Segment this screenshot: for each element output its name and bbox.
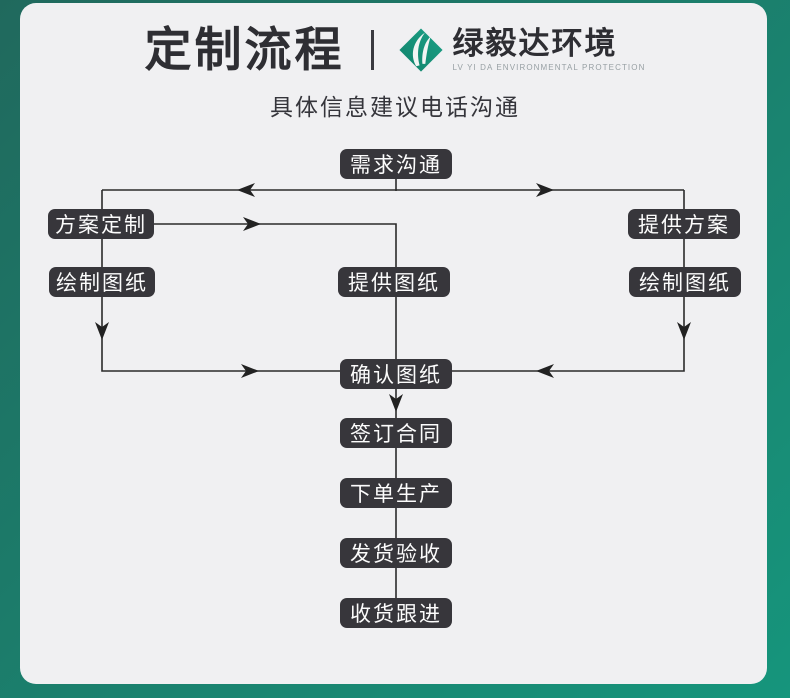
brand-text: 绿毅达环境 LV YI DA ENVIRONMENTAL PROTECTION bbox=[452, 25, 646, 73]
subtitle: 具体信息建议电话沟通 bbox=[270, 94, 520, 120]
flow-node-draw-drawings-right: 绘制图纸 bbox=[629, 267, 741, 297]
flow-node-plan-customization: 方案定制 bbox=[48, 209, 154, 239]
page-title: 定制流程 bbox=[144, 23, 345, 76]
leaf-diamond-logo-icon bbox=[398, 27, 443, 72]
flow-node-confirm-drawings: 确认图纸 bbox=[340, 359, 452, 389]
brand-name: 绿毅达环境 bbox=[452, 25, 618, 61]
flow-node-provide-plan: 提供方案 bbox=[628, 209, 740, 239]
flow-node-order-production: 下单生产 bbox=[340, 478, 452, 508]
flow-node-demand-communication: 需求沟通 bbox=[340, 149, 452, 179]
brand-logo: 绿毅达环境 LV YI DA ENVIRONMENTAL PROTECTION bbox=[398, 25, 646, 73]
brand-subtitle: LV YI DA ENVIRONMENTAL PROTECTION bbox=[452, 63, 646, 73]
header: 定制流程 绿毅达环境 LV YI DA ENVIRONMENTAL PROTEC… bbox=[0, 26, 790, 73]
flow-node-receipt-follow-up: 收货跟进 bbox=[340, 598, 452, 628]
flow-node-shipping-acceptance: 发货验收 bbox=[340, 538, 452, 568]
flow-node-draw-drawings-left: 绘制图纸 bbox=[49, 267, 155, 297]
flow-node-sign-contract: 签订合同 bbox=[340, 418, 452, 448]
flow-node-provide-drawings: 提供图纸 bbox=[338, 267, 450, 297]
title-divider bbox=[370, 29, 374, 70]
